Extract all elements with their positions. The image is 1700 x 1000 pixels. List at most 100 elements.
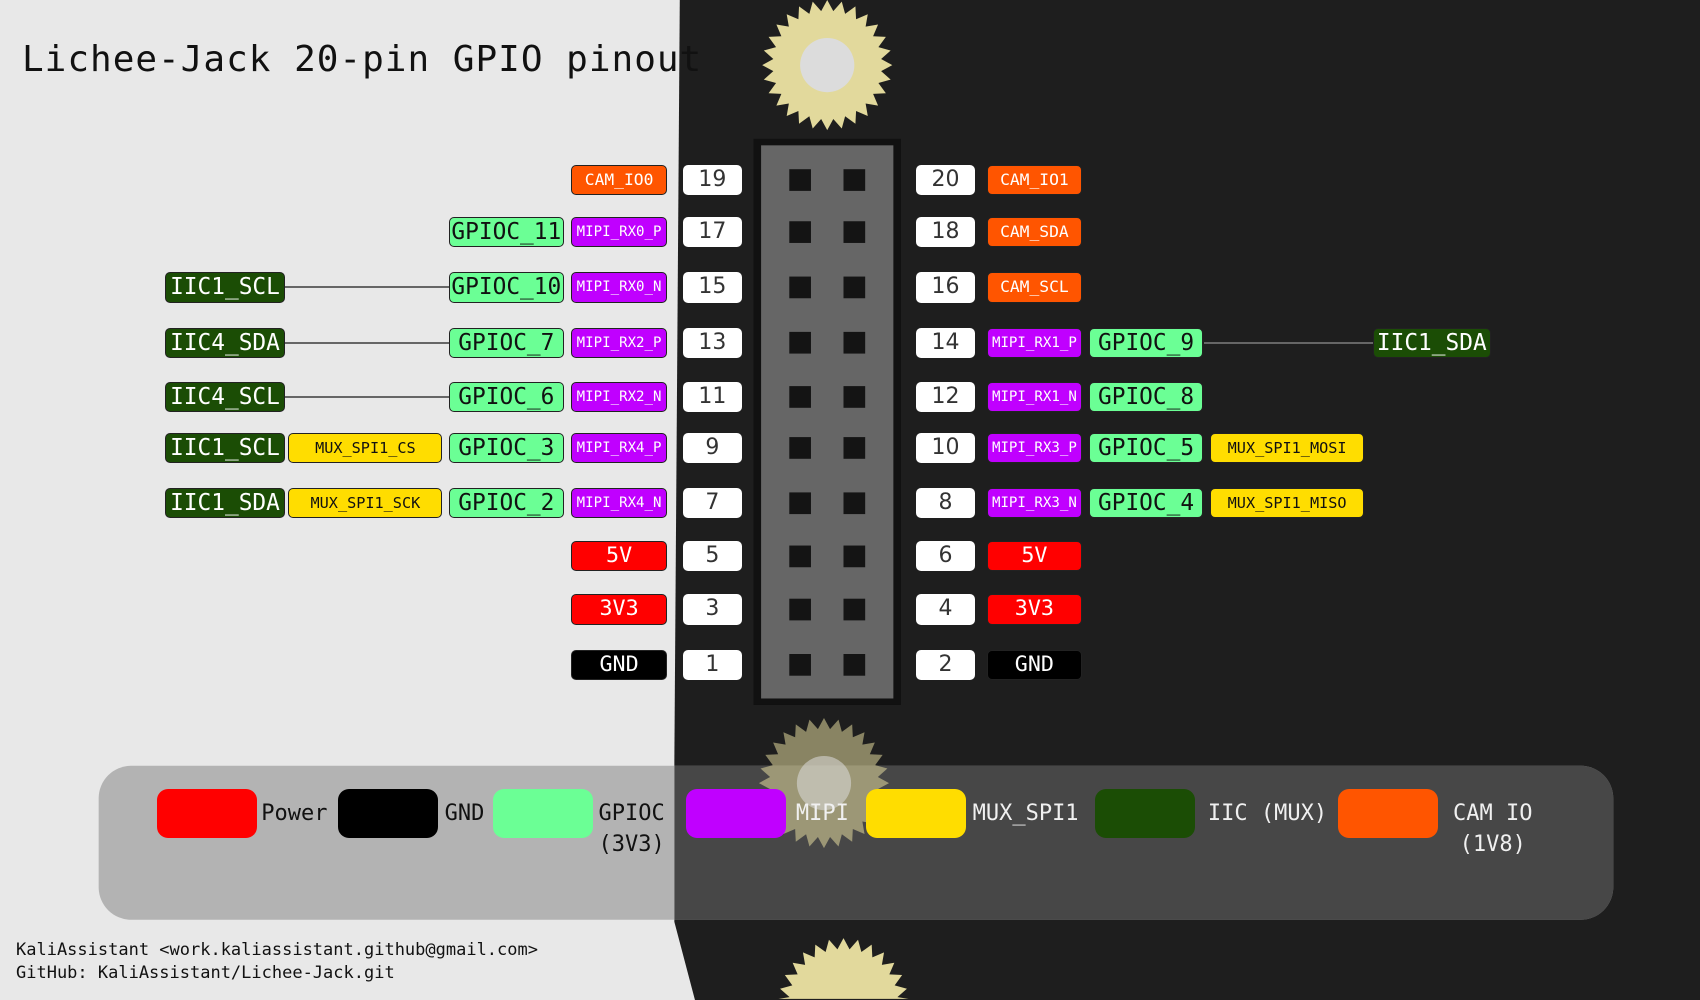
pin-function-iic: IIC4_SCL — [164, 381, 286, 413]
pin-number: 17 — [683, 216, 742, 248]
pin-hole — [789, 654, 811, 676]
pin-function-mipi: MIPI_RX1_N — [986, 381, 1083, 413]
pin-function-mux: MUX_SPI1_SCK — [288, 487, 443, 519]
pin-function-power: 5V — [571, 541, 667, 572]
pin-number: 12 — [916, 381, 975, 413]
pin-number: 19 — [683, 164, 742, 196]
pin-header — [753, 138, 901, 705]
pin-function-gpio: GPIOC_7 — [448, 327, 564, 358]
pin-number: 14 — [916, 327, 975, 358]
pin-function-mipi: MIPI_RX1_P — [986, 327, 1083, 358]
github-link[interactable]: GitHub: KaliAssistant/Lichee-Jack.git — [16, 963, 395, 983]
pin-function-gpio: GPIOC_10 — [448, 272, 564, 303]
legend-label: MUX_SPI1 — [972, 801, 1079, 826]
pin-function-iic: IIC1_SCL — [164, 272, 286, 303]
pin-hole — [789, 169, 811, 191]
pin-hole — [843, 437, 866, 459]
pin-hole — [789, 221, 811, 243]
connector-line — [285, 395, 449, 398]
pin-number: 6 — [916, 541, 975, 572]
pin-function-mipi: MIPI_RX2_N — [571, 381, 667, 413]
pin-number: 10 — [916, 432, 975, 463]
pin-function-mipi: MIPI_RX0_N — [571, 272, 667, 303]
pin-hole — [789, 437, 811, 459]
pin-function-mipi: MIPI_RX2_P — [571, 327, 667, 358]
pin-number: 8 — [916, 487, 975, 519]
pin-hole — [843, 492, 866, 515]
pin-function-gpio: GPIOC_3 — [448, 432, 564, 463]
pin-function-gpio: GPIOC_5 — [1088, 432, 1204, 463]
legend-label: CAM IO (1V8) — [1453, 801, 1533, 857]
pin-function-gpio: GPIOC_8 — [1088, 381, 1204, 413]
pin-function-cam: CAM_IO1 — [986, 164, 1083, 196]
pin-number: 2 — [916, 649, 975, 680]
pin-hole — [789, 492, 811, 515]
legend-label: GND — [444, 801, 485, 826]
pin-hole — [843, 169, 866, 191]
pin-hole — [843, 276, 866, 299]
pin-hole — [789, 386, 811, 408]
pin-function-mux: MUX_SPI1_MISO — [1210, 487, 1365, 519]
pin-function-gpio: GPIOC_2 — [448, 487, 564, 519]
legend-swatch — [157, 789, 257, 839]
pin-hole — [843, 386, 866, 408]
pin-hole — [843, 598, 866, 621]
pin-number: 16 — [916, 272, 975, 303]
pin-function-iic: IIC1_SCL — [164, 432, 286, 463]
legend-label: Power — [261, 801, 328, 826]
pin-number: 3 — [683, 594, 742, 625]
pin-hole — [843, 331, 866, 354]
mounting-hole — [796, 755, 852, 811]
pin-function-gpio: GPIOC_4 — [1088, 487, 1204, 519]
pin-hole — [789, 598, 811, 621]
pin-hole — [843, 221, 866, 243]
legend-swatch — [686, 789, 787, 839]
pin-function-gpio: GPIOC_9 — [1088, 327, 1204, 358]
author-contact: KaliAssistant <work.kaliassistant.github… — [16, 940, 538, 960]
connector-line — [1203, 341, 1373, 344]
pin-number: 7 — [683, 487, 742, 519]
legend-label: GPIOC (3V3) — [598, 801, 665, 857]
pin-function-gnd: GND — [986, 649, 1083, 680]
page-title: Lichee-Jack 20-pin GPIO pinout — [22, 39, 703, 80]
connector-line — [285, 286, 449, 289]
pin-function-iic: IIC4_SDA — [164, 327, 286, 358]
pin-function-iic: IIC1_SDA — [164, 487, 286, 519]
pin-number: 11 — [683, 381, 742, 413]
pin-number: 13 — [683, 327, 742, 358]
pin-number: 5 — [683, 541, 742, 572]
pin-function-mux: MUX_SPI1_CS — [288, 432, 443, 463]
pin-function-power: 3V3 — [986, 594, 1083, 625]
legend-swatch — [1338, 789, 1438, 839]
pin-function-cam: CAM_IO0 — [571, 164, 667, 196]
pin-function-cam: CAM_SDA — [986, 216, 1083, 248]
pin-function-mipi: MIPI_RX3_P — [986, 432, 1083, 463]
pin-number: 9 — [683, 432, 742, 463]
pin-hole — [789, 545, 811, 568]
pin-number: 1 — [683, 649, 742, 680]
connector-line — [285, 341, 449, 344]
pin-number: 20 — [916, 164, 975, 196]
pin-hole — [789, 276, 811, 299]
legend-swatch — [338, 789, 439, 839]
pin-function-power: 5V — [986, 541, 1083, 572]
pin-function-mipi: MIPI_RX4_P — [571, 432, 667, 463]
pin-hole — [789, 331, 811, 354]
pin-function-mipi: MIPI_RX4_N — [571, 487, 667, 519]
pin-function-gpio: GPIOC_11 — [448, 216, 564, 248]
legend-label: MIPI — [795, 801, 849, 826]
mounting-hole-gear-icon — [778, 938, 909, 999]
pin-function-mipi: MIPI_RX0_P — [571, 216, 667, 248]
pin-number: 4 — [916, 594, 975, 625]
mounting-hole — [800, 37, 855, 93]
pin-hole — [843, 654, 866, 676]
legend-label: IIC (MUX) — [1207, 801, 1328, 826]
pin-number: 18 — [916, 216, 975, 248]
legend-swatch — [1095, 789, 1195, 839]
pin-hole — [843, 545, 866, 568]
pin-function-mux: MUX_SPI1_MOSI — [1210, 432, 1365, 463]
pin-function-power: 3V3 — [571, 594, 667, 625]
pin-function-cam: CAM_SCL — [986, 272, 1083, 303]
pin-function-gpio: GPIOC_6 — [448, 381, 564, 413]
